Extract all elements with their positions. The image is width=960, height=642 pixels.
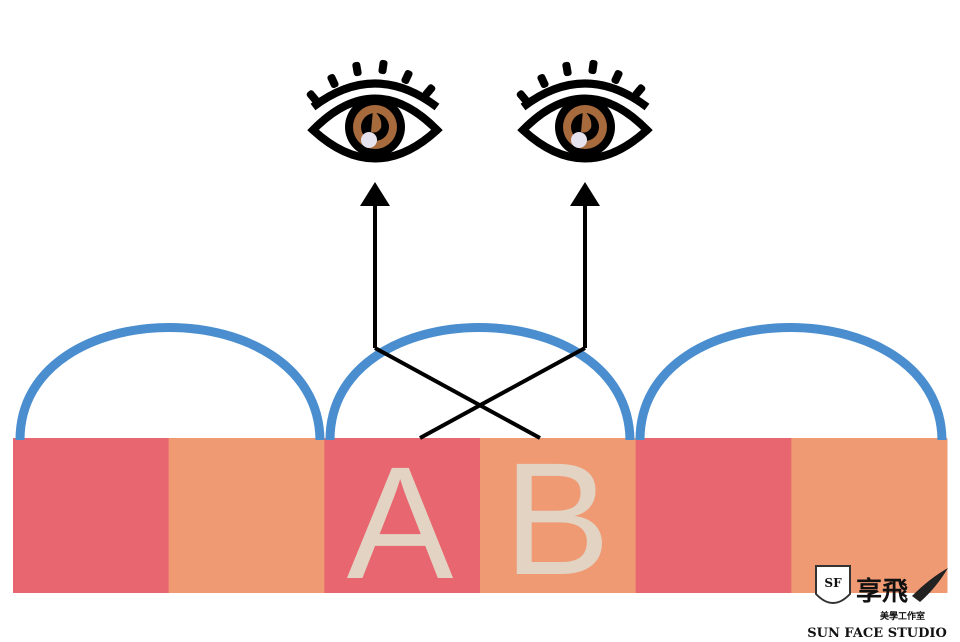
strip-segment bbox=[635, 438, 792, 593]
arc-left bbox=[15, 323, 325, 441]
arc-middle bbox=[325, 323, 635, 441]
strip-segment bbox=[480, 438, 637, 593]
arc-right bbox=[635, 323, 947, 441]
lens-arcs bbox=[15, 323, 947, 441]
letter-b: B bbox=[504, 429, 611, 608]
logo-chinese-sub: 美學工作室 bbox=[880, 610, 925, 622]
arrow-up-icon bbox=[570, 182, 600, 206]
letter-a: A bbox=[347, 433, 454, 612]
logo-badge: SF bbox=[824, 576, 842, 590]
eye-icon bbox=[305, 60, 437, 159]
ray-a bbox=[419, 346, 586, 440]
strip-segment bbox=[13, 438, 170, 593]
logo-chinese-name: 享飛 bbox=[856, 576, 908, 607]
logo-shield-icon bbox=[815, 565, 851, 604]
light-rays bbox=[373, 200, 587, 440]
sun-face-studio-logo: SF 享飛 美學工作室 SUN FACE STUDIO bbox=[807, 565, 948, 641]
arrow-up-icon bbox=[360, 182, 390, 206]
color-strip bbox=[13, 438, 948, 593]
logo-name: SUN FACE STUDIO bbox=[807, 626, 947, 641]
strip-segment bbox=[168, 438, 325, 593]
strip-segment bbox=[324, 438, 481, 593]
ray-b bbox=[374, 346, 541, 440]
eye-icon bbox=[515, 60, 647, 159]
logo-wing-icon bbox=[912, 568, 948, 602]
strip-segment bbox=[791, 438, 948, 593]
